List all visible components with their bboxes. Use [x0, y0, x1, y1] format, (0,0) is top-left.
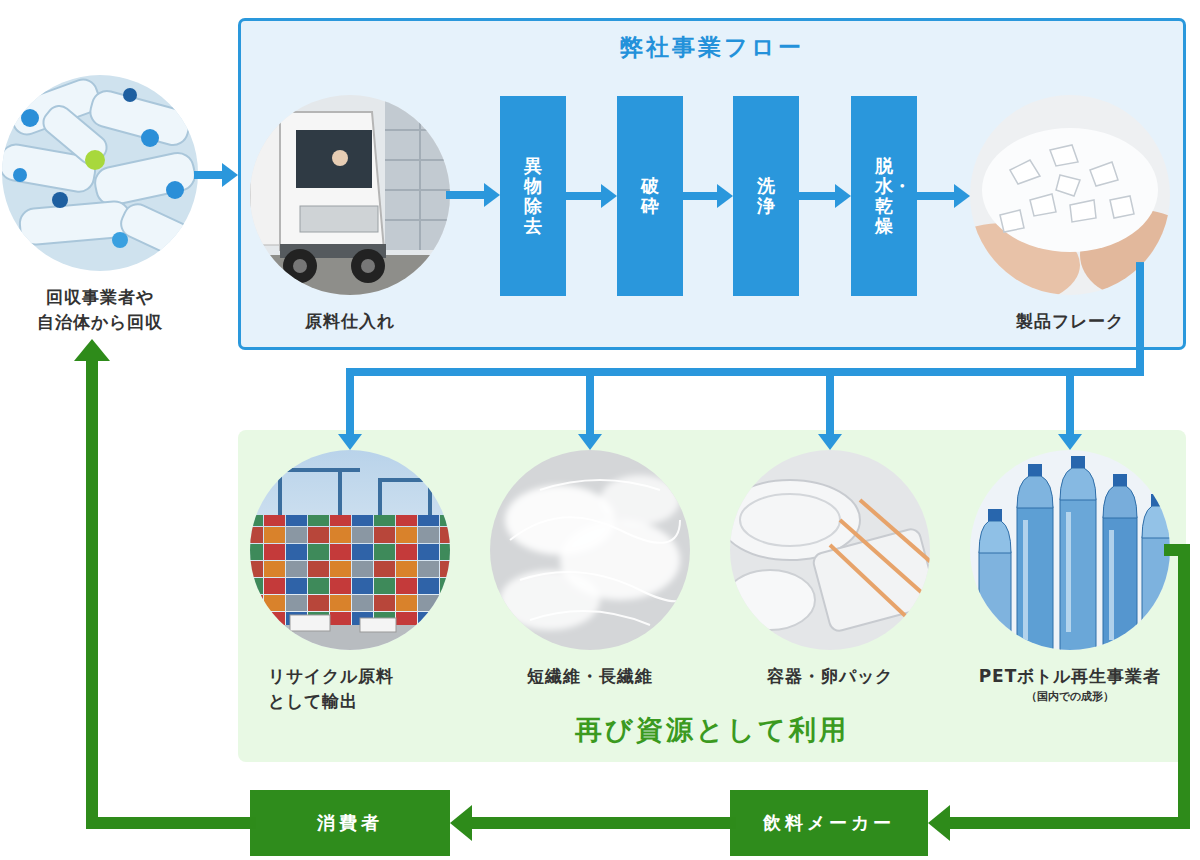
arrow-line — [830, 266, 1140, 435]
arrow-line — [566, 192, 602, 200]
arrow-line — [917, 192, 955, 200]
flow-arrow — [917, 184, 970, 208]
label-holder: 製品フレーク — [1016, 309, 1124, 334]
box-label: 消費者 — [317, 811, 383, 835]
circle-label: （国内での成形） — [979, 689, 1162, 705]
circle-label: 容器・卵パック — [767, 664, 893, 689]
arrow-head — [222, 163, 238, 187]
arrow-head — [928, 805, 950, 841]
arrow-line — [471, 817, 730, 829]
arrow-line — [683, 192, 718, 200]
process-panel: 弊社事業フロー原料仕入れ異物除去破砕洗浄脱水・乾燥製品フレーク — [238, 18, 1186, 350]
photo-circle: 原料仕入れ — [250, 95, 450, 295]
arrow-head — [484, 183, 500, 207]
photo-circle: 容器・卵パック — [730, 450, 930, 650]
flow-arrow — [566, 184, 617, 208]
flow-arrow — [928, 550, 1184, 841]
panel-title: 再び資源として利用 — [238, 714, 1186, 746]
step-label: 破砕 — [641, 176, 659, 216]
arrow-line — [198, 171, 223, 179]
arrow-line — [949, 550, 1184, 823]
bottle-photo — [970, 450, 1174, 675]
arrow-line — [450, 191, 485, 199]
actor-box: 消費者 — [250, 790, 450, 856]
flow-arrow — [578, 266, 1140, 450]
arrow-line — [350, 266, 1140, 435]
circle-label: 原料仕入れ — [305, 309, 395, 334]
flake-photo — [930, 95, 1200, 307]
flow-arrow — [74, 339, 250, 823]
circle-label: 製品フレーク — [1016, 309, 1124, 334]
flow-arrow — [683, 184, 733, 208]
label-holder: 容器・卵パック — [767, 664, 893, 689]
source-circle: 回収事業者や 自治体から回収 — [2, 75, 198, 339]
fiber-photo — [490, 450, 691, 650]
arrow-head — [835, 184, 851, 208]
arrow-head — [74, 339, 110, 361]
photo-circle: PETボトル再生事業者（国内での成形） — [970, 450, 1170, 650]
circle-label: 回収事業者や 自治体から回収 — [2, 285, 198, 339]
arrow-head — [450, 805, 472, 841]
arrow-head — [717, 184, 733, 208]
panel-title: 弊社事業フロー — [238, 32, 1186, 63]
circle-label: リサイクル原料 として輸出 — [268, 664, 458, 714]
flow-arrow — [450, 805, 730, 841]
arrow-line — [590, 266, 1140, 435]
process-box: 洗浄 — [733, 96, 799, 296]
arrow-head — [578, 434, 602, 450]
port-photo — [240, 450, 460, 655]
truck-photo — [250, 95, 455, 295]
flow-arrow — [799, 184, 851, 208]
arrow-head — [954, 184, 970, 208]
label-holder: リサイクル原料 として輸出 — [268, 664, 458, 714]
circle-label: 短繊維・長繊維 — [527, 664, 653, 689]
label-holder: 短繊維・長繊維 — [527, 664, 653, 689]
flow-arrow — [818, 266, 1140, 450]
flow-arrow — [1058, 266, 1140, 450]
photo-circle: リサイクル原料 として輸出 — [250, 450, 450, 650]
arrow-line — [799, 192, 836, 200]
photo-circle: 製品フレーク — [970, 95, 1170, 295]
flow-arrow — [198, 163, 238, 187]
photo-circle: 短繊維・長繊維 — [490, 450, 690, 650]
container-photo — [720, 450, 940, 650]
actor-box: 飲料メーカー — [730, 790, 928, 856]
process-box: 脱水・乾燥 — [851, 96, 917, 296]
step-label: 脱水・乾燥 — [875, 156, 893, 235]
process-box: 破砕 — [617, 96, 683, 296]
step-label: 洗浄 — [757, 176, 775, 216]
arrow-head — [818, 434, 842, 450]
step-label: 異物除去 — [524, 156, 542, 235]
process-box: 異物除去 — [500, 96, 566, 296]
circle-label: PETボトル再生事業者 — [979, 664, 1162, 689]
box-label: 飲料メーカー — [763, 811, 895, 835]
circle-area — [2, 75, 198, 271]
bottle-pile-photo — [0, 73, 203, 273]
arrow-head — [601, 184, 617, 208]
arrow-line — [1070, 266, 1140, 435]
label-holder: 原料仕入れ — [305, 309, 395, 334]
flow-arrow — [338, 266, 1140, 450]
label-holder: PETボトル再生事業者（国内での成形） — [979, 664, 1162, 705]
reuse-panel: 再び資源として利用リサイクル原料 として輸出短繊維・長繊維容器・卵パックPETボ… — [238, 430, 1186, 762]
arrow-head — [338, 434, 362, 450]
flow-arrow — [450, 183, 500, 207]
arrow-line — [92, 360, 250, 823]
arrow-head — [1058, 434, 1082, 450]
